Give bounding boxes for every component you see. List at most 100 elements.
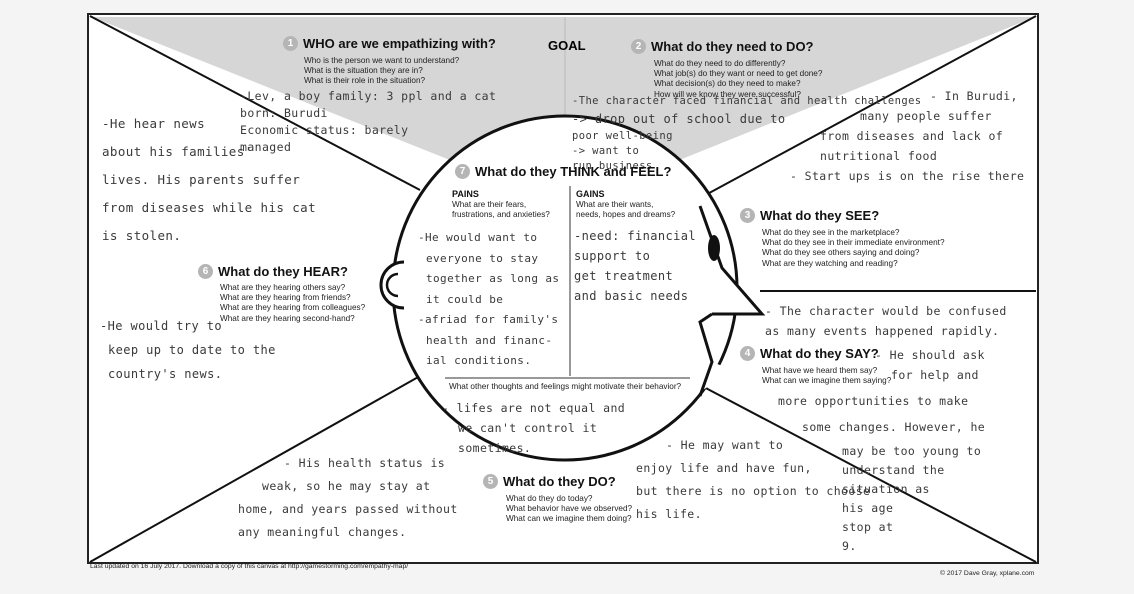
note-line: - He should ask (875, 348, 985, 362)
note-line: -The character faced financial and healt… (572, 95, 922, 107)
diagonal-left-bottom (89, 375, 421, 563)
note-line: Economic status: barely (240, 123, 409, 137)
question: Who is the person we want to understand? (304, 56, 460, 65)
note-line: as many events happened rapidly. (765, 324, 1000, 338)
note-line: enjoy life and have fun, (636, 461, 812, 475)
note-line: and basic needs (574, 289, 689, 303)
note-line: stop at (842, 520, 894, 534)
note-line: may be too young to (842, 444, 982, 458)
section-do-notes: - He may want to enjoy life and have fun… (636, 434, 870, 526)
note-line: -> drop out of school due to (572, 112, 786, 126)
diagonal-right-top (699, 15, 1037, 199)
section-hear-notes: -He would try to keep up to date to the … (100, 314, 276, 386)
section-see: 3 What do they SEE? (740, 208, 879, 223)
section-do: 5 What do they DO? (483, 474, 616, 489)
pains-title: PAINS (452, 189, 479, 199)
section-say-notes-top: - The character would be confused as man… (765, 301, 1007, 341)
note-line: nutritional food (820, 149, 938, 163)
note-line: - He may want to (666, 438, 784, 452)
gains-notes: -need: financial support to get treatmen… (574, 226, 696, 306)
note-line: is stolen. (102, 228, 182, 243)
section-say-notes-bottom: more opportunities to make some changes.… (778, 388, 985, 440)
note-line: ial conditions. (426, 354, 532, 367)
question: How will we know they were successful? (654, 89, 801, 99)
note-line: some changes. However, he (802, 420, 986, 434)
note-line: but there is no option to choose (636, 484, 871, 498)
question: What decision(s) do they need to make? (654, 79, 801, 89)
note-line: -He would want to (418, 231, 538, 244)
note-line: home, and years passed without (238, 502, 458, 516)
note-line: his life. (636, 507, 702, 521)
question: What are they hearing from friends? (220, 293, 351, 303)
note-line: -> want to (572, 145, 640, 157)
note-line: keep up to date to the (108, 343, 276, 357)
note-line: run business (572, 160, 653, 172)
question: What behavior have we observed? (506, 504, 633, 514)
section-do-need-title: What do they need to DO? (651, 39, 814, 54)
pains-questions: What are their fears, frustrations, and … (452, 200, 550, 220)
badge-3: 3 (740, 208, 755, 223)
question: What do they need to do differently? (654, 59, 786, 68)
note-line: 9. (842, 539, 857, 553)
face-nose (690, 220, 762, 392)
question: What are their fears, (452, 200, 527, 209)
note-line: we can't control it (458, 421, 598, 435)
section-hear-title: What do they HEAR? (218, 264, 348, 279)
gains-questions: What are their wants, needs, hopes and d… (576, 200, 675, 220)
note-line: poor well-being (572, 130, 673, 142)
question: needs, hopes and dreams? (576, 210, 676, 220)
footer-updated: Last updated on 16 July 2017. Download a… (90, 563, 409, 570)
diagonal-left-top (89, 15, 421, 191)
section-hear: 6 What do they HEAR? (198, 264, 348, 279)
note-line: support to (574, 249, 651, 263)
section-say: 4 What do they SAY? (740, 346, 879, 361)
question: What do they see in their immediate envi… (762, 238, 945, 248)
badge-4: 4 (740, 346, 755, 361)
note-line: - The character would be confused (765, 304, 1007, 318)
question: What can we imagine them saying? (762, 376, 892, 386)
other-thoughts-notes: - lifes are not equal and we can't contr… (442, 398, 625, 458)
note-line: more opportunities to make (778, 394, 969, 408)
section-who-title: WHO are we empathizing with? (303, 36, 496, 51)
note-line: from diseases while his cat (102, 200, 316, 215)
diagonal-right-bottom (699, 384, 1037, 563)
section-say-notes-side: - He should ask for help and (875, 345, 985, 385)
section-see-notes: - In Burudi, many people suffer from dis… (790, 86, 1024, 186)
badge-7: 7 (455, 164, 470, 179)
note-line: - Start ups is on the rise there (790, 169, 1025, 183)
question: What can we imagine them doing? (506, 514, 632, 524)
note-line: together as long as (426, 272, 560, 285)
note-line: many people suffer (860, 109, 992, 123)
section-do-need-questions: What do they need to do differently? Wha… (654, 59, 822, 100)
question: What have we heard them say? (762, 366, 878, 375)
section-who-notes: -Lev, a boy family: 3 ppl and a cat born… (240, 88, 496, 156)
question: What are they hearing others say? (220, 283, 346, 292)
question: What job(s) do they want or need to get … (654, 69, 823, 79)
badge-5: 5 (483, 474, 498, 489)
note-line: managed (240, 140, 292, 154)
note-line: -He hear news (102, 116, 206, 131)
note-line: any meaningful changes. (238, 525, 407, 539)
note-line: -afriad for family's (418, 313, 559, 326)
question: What is their role in the situation? (304, 76, 426, 86)
note-line: -He would try to (100, 319, 222, 333)
ear-icon (379, 260, 405, 310)
question: What do they see in the marketplace? (762, 228, 900, 237)
question: frustrations, and anxieties? (452, 210, 550, 220)
question: What are they hearing from colleagues? (220, 303, 366, 313)
footer-copyright: © 2017 Dave Gray, xplane.com (940, 570, 1035, 577)
other-thoughts-question: What other thoughts and feelings might m… (449, 382, 682, 391)
section-who: 1 WHO are we empathizing with? (283, 36, 496, 51)
note-line: weak, so he may stay at (262, 479, 431, 493)
note-line: born: Burudi (240, 106, 328, 120)
note-line: situation as (842, 482, 930, 496)
gains-title: GAINS (576, 189, 605, 199)
section-say-questions: What have we heard them say? What can we… (762, 366, 891, 386)
note-line: -Lev, a boy family: 3 ppl and a cat (240, 89, 497, 103)
question: What are they hearing second-hand? (220, 313, 355, 323)
section-do-title: What do they DO? (503, 474, 616, 489)
badge-2: 2 (631, 39, 646, 54)
eye-icon (708, 235, 720, 261)
section-hear-questions: What are they hearing others say? What a… (220, 283, 365, 324)
section-who-questions: Who is the person we want to understand?… (304, 56, 459, 87)
